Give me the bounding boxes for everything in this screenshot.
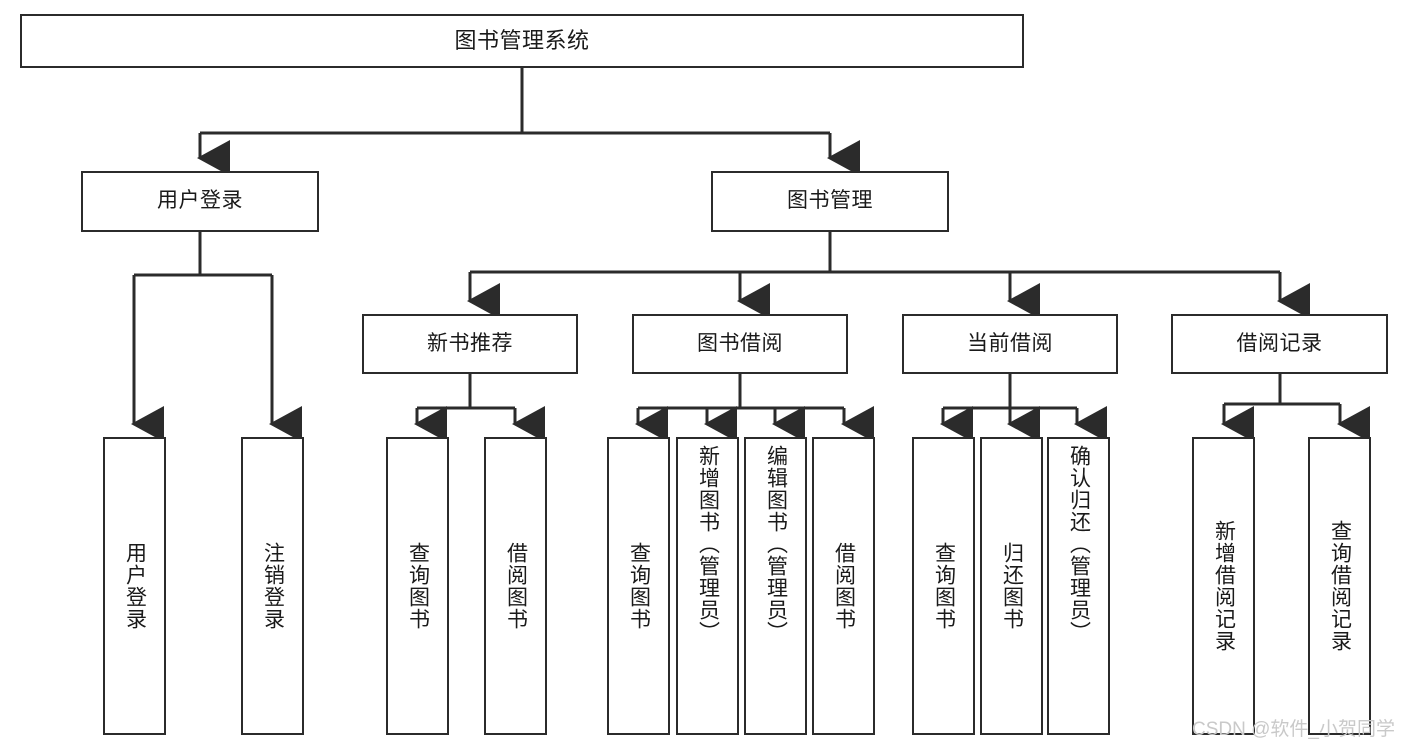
node-label: 注销登录	[261, 542, 285, 630]
node-new-book-recommendation[interactable]: 新书推荐	[362, 314, 578, 374]
node-label: 借阅记录	[1236, 331, 1323, 355]
node-root-book-management-system[interactable]: 图书管理系统	[20, 14, 1024, 68]
node-label: 图书管理系统	[454, 27, 590, 53]
node-label: 借阅图书	[504, 542, 528, 630]
leaf-query-borrow-record[interactable]: 查询借阅记录	[1308, 437, 1371, 735]
leaf-user-login[interactable]: 用户登录	[103, 437, 166, 735]
leaf-confirm-return-admin[interactable]: 确认归还（管理员）	[1047, 437, 1110, 735]
node-book-borrowing[interactable]: 图书借阅	[632, 314, 848, 374]
node-label: 图书借阅	[697, 331, 783, 355]
node-label: 用户登录	[123, 542, 147, 630]
node-label: 查询图书	[932, 542, 956, 630]
node-label: 新增借阅记录	[1212, 520, 1236, 652]
leaf-borrow-book-borrow[interactable]: 借阅图书	[812, 437, 875, 735]
node-label: 确认归还（管理员）	[1067, 445, 1091, 643]
node-label: 新增图书（管理员）	[696, 445, 720, 643]
node-book-management[interactable]: 图书管理	[711, 171, 949, 232]
node-label: 归还图书	[1000, 542, 1024, 630]
leaf-return-book[interactable]: 归还图书	[980, 437, 1043, 735]
node-borrowing-record[interactable]: 借阅记录	[1171, 314, 1388, 374]
node-label: 借阅图书	[832, 542, 856, 630]
node-current-borrowing[interactable]: 当前借阅	[902, 314, 1118, 374]
node-label: 图书管理	[787, 189, 873, 213]
csdn-watermark: CSDN @软件_小贺同学	[1192, 719, 1395, 740]
leaf-edit-book-admin[interactable]: 编辑图书（管理员）	[744, 437, 807, 735]
node-label: 查询图书	[627, 542, 651, 630]
leaf-add-borrow-record[interactable]: 新增借阅记录	[1192, 437, 1255, 735]
node-user-login[interactable]: 用户登录	[81, 171, 319, 232]
node-label: 用户登录	[157, 189, 243, 213]
node-label: 编辑图书（管理员）	[764, 445, 788, 643]
node-label: 新书推荐	[427, 331, 513, 355]
leaf-user-logout[interactable]: 注销登录	[241, 437, 304, 735]
leaf-add-book-admin[interactable]: 新增图书（管理员）	[676, 437, 739, 735]
node-label: 查询借阅记录	[1328, 520, 1352, 652]
leaf-query-book-new-book[interactable]: 查询图书	[386, 437, 449, 735]
node-label: 当前借阅	[967, 331, 1053, 355]
leaf-query-book-borrow[interactable]: 查询图书	[607, 437, 670, 735]
leaf-query-book-current[interactable]: 查询图书	[912, 437, 975, 735]
leaf-borrow-book-new-book[interactable]: 借阅图书	[484, 437, 547, 735]
node-label: 查询图书	[406, 542, 430, 630]
